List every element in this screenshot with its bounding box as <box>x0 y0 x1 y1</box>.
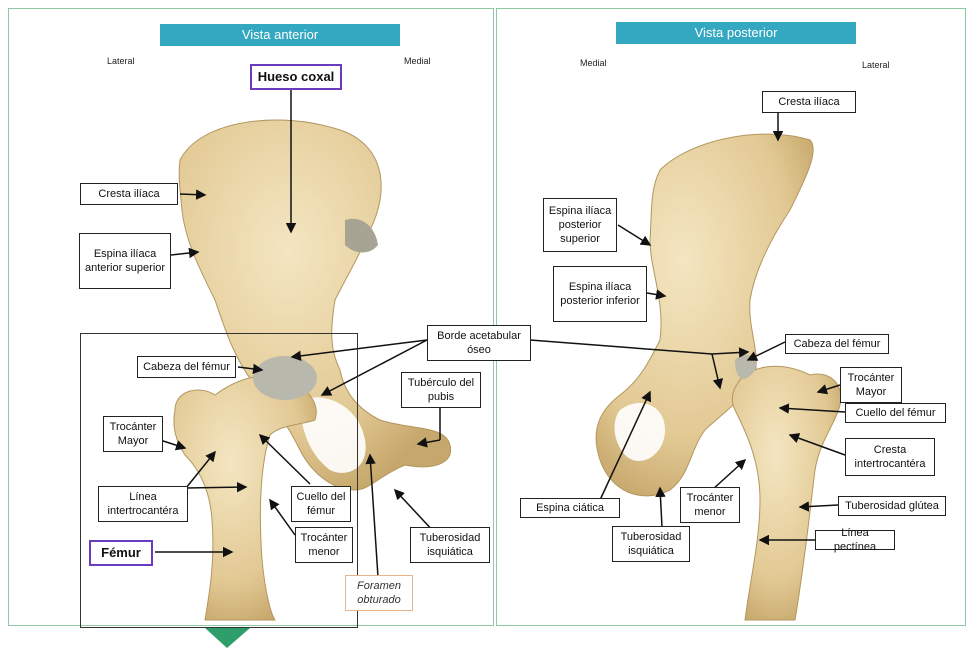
label-foramen-obturado: Foramen obturado <box>345 575 413 611</box>
label-cabeza-femur-post: Cabeza del fémur <box>785 334 889 354</box>
lateral-label-left: Lateral <box>107 56 135 66</box>
label-tuberosidad-isquiatica-ant: Tuberosidad isquiática <box>410 527 490 563</box>
posterior-view-title: Vista posterior <box>616 22 856 44</box>
label-cresta-iliaca-post: Cresta ilíaca <box>762 91 856 113</box>
label-hueso-coxal: Hueso coxal <box>250 64 342 90</box>
label-linea-intertrocantera: Línea intertrocantéra <box>98 486 188 522</box>
anterior-view-title: Vista anterior <box>160 24 400 46</box>
label-espina-ciatica: Espina ciática <box>520 498 620 518</box>
label-linea-pectinea: Línea pectínea <box>815 530 895 550</box>
medial-label-right: Medial <box>580 58 607 68</box>
down-arrow-icon <box>205 628 250 648</box>
medial-label-left: Medial <box>404 56 431 66</box>
label-tuberculo-pubis: Tubérculo del pubis <box>401 372 481 408</box>
label-borde-acetabular: Borde acetabular óseo <box>427 325 531 361</box>
lateral-label-right: Lateral <box>862 60 890 70</box>
label-cabeza-femur-ant: Cabeza del fémur <box>137 356 236 378</box>
label-trocanter-mayor-post: Trocánter Mayor <box>840 367 902 403</box>
label-tuberosidad-glutea: Tuberosidad glútea <box>838 496 946 516</box>
label-espina-iliaca-post-inf: Espina ilíaca posterior inferior <box>553 266 647 322</box>
label-espina-iliaca-ant-sup: Espina ilíaca anterior superior <box>79 233 171 289</box>
label-cresta-intertrocantera: Cresta intertrocantéra <box>845 438 935 476</box>
label-cresta-iliaca-ant: Cresta ilíaca <box>80 183 178 205</box>
label-espina-iliaca-post-sup: Espina ilíaca posterior superior <box>543 198 617 252</box>
label-tuberosidad-isquiatica-post: Tuberosidad isquiática <box>612 526 690 562</box>
label-trocanter-mayor-ant: Trocánter Mayor <box>103 416 163 452</box>
label-cuello-femur-post: Cuello del fémur <box>845 403 946 423</box>
label-trocanter-menor-post: Trocánter menor <box>680 487 740 523</box>
label-trocanter-menor-ant: Trocánter menor <box>295 527 353 563</box>
label-femur: Fémur <box>89 540 153 566</box>
posterior-femur <box>732 355 841 620</box>
label-cuello-femur-ant: Cuello del fémur <box>291 486 351 522</box>
